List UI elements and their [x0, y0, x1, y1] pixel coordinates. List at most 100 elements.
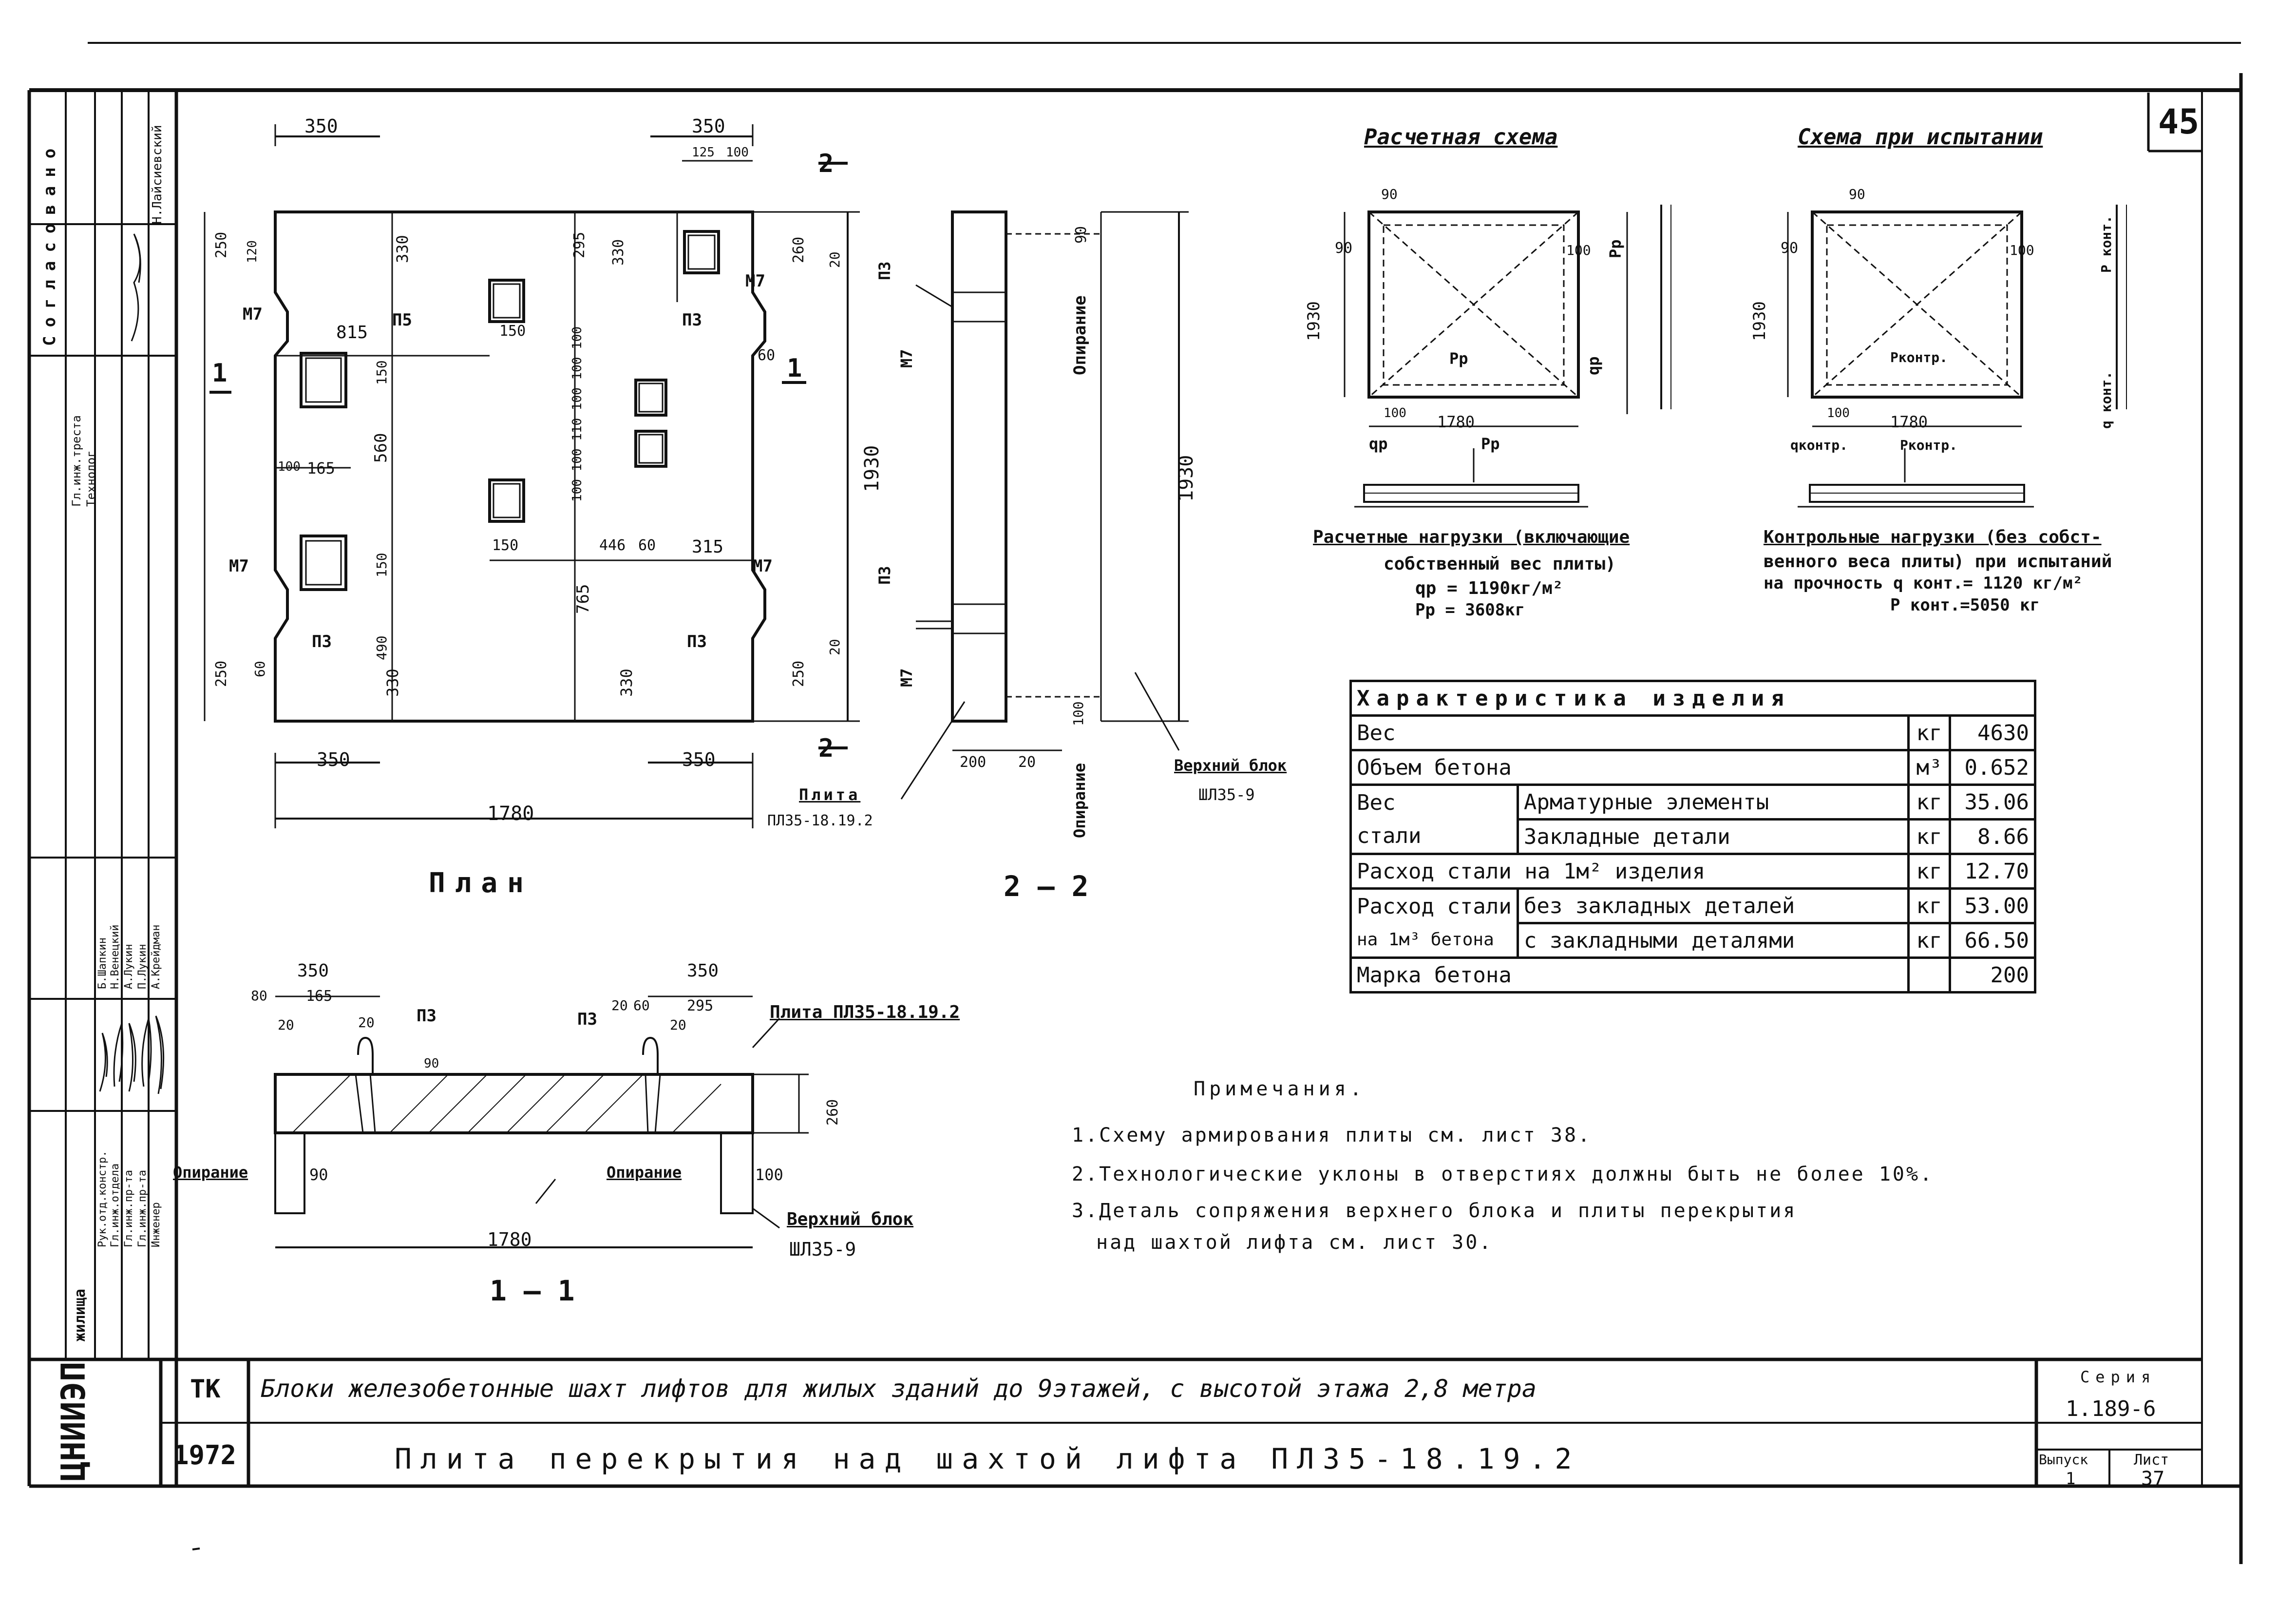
section22-caption: 2 — 2 [1004, 870, 1089, 903]
plan-dim-100: 100 [726, 145, 749, 160]
plan-dim-1930: 1930 [861, 445, 883, 492]
test-dim-100-right: 100 [2010, 242, 2034, 258]
section22-dim-20: 20 [1018, 754, 1036, 771]
section22-slab-mark: ПЛ35-18.19.2 [767, 812, 873, 829]
plan-view [204, 124, 860, 828]
calc-dim-90-left: 90 [1335, 240, 1353, 257]
row-steel-label-a: Вес [1349, 783, 1519, 820]
plan-dim-60-left: 60 [252, 661, 268, 677]
calc-dim-100-right: 100 [1566, 242, 1591, 258]
test-load-pc: Pконтр. [1890, 349, 1948, 365]
section11-p3a: П3 [417, 1006, 436, 1026]
plan-caption: План [429, 867, 533, 899]
section11-dim-295: 295 [687, 997, 714, 1014]
name-3: А.Лукин [123, 944, 135, 989]
section22-upper-block: Верхний блок [1174, 756, 1287, 775]
characteristics-title: Характеристика изделия [1349, 680, 2036, 717]
name-4: П.Лукин [136, 944, 149, 989]
plan-dim-260-right: 260 [790, 236, 807, 263]
plan-cut-1-right: 1 [787, 354, 802, 383]
plan-dim-560: 560 [371, 433, 391, 463]
sheet-label: Лист [2134, 1452, 2169, 1469]
section11-dim-20d: 20 [670, 1017, 686, 1033]
test-load-pc2: Pконтр. [1900, 437, 1958, 453]
plan-dim-top-right: 350 [692, 115, 725, 137]
section11-dim-90: 90 [309, 1166, 328, 1184]
section11-upper-block: Верхний блок [787, 1209, 914, 1229]
series-label: Серия [2080, 1368, 2157, 1386]
section22-dim-100: 100 [1070, 701, 1086, 726]
section11-dim-20a: 20 [278, 1017, 294, 1033]
calc-load-pp2: Pр [1481, 435, 1500, 453]
calc-dim-100-bot: 100 [1384, 406, 1406, 420]
plan-dim-60: 60 [638, 537, 656, 554]
section-1-1-view [274, 995, 809, 1248]
org-sub: жилища [72, 1289, 89, 1342]
role-2: Гл.инж.отдела [109, 1163, 121, 1247]
plan-dim-bot-right: 350 [682, 749, 716, 770]
calc-note-4: Pр = 3608кг [1415, 600, 1525, 620]
test-dim-1780: 1780 [1890, 413, 1928, 431]
section22-p3-bot: П3 [875, 566, 894, 585]
plan-dim-815: 815 [336, 323, 368, 343]
section11-dim-90v: 90 [424, 1056, 439, 1071]
calc-load-pp: Pр [1449, 349, 1468, 368]
test-scheme-diagram [1787, 205, 2127, 508]
test-load-qc: qконтр. [1790, 437, 1848, 453]
plan-dim-490: 490 [374, 635, 390, 660]
section22-upper-block-mark: ШЛ35-9 [1198, 785, 1255, 804]
section-1-1-hatch [292, 1074, 721, 1133]
calc-scheme-title: Расчетная схема [1364, 125, 1558, 150]
row-steel-m2-value: 12.70 [1949, 853, 2036, 890]
row-grade-value: 200 [1949, 956, 2036, 994]
row-embedded-value: 8.66 [1949, 818, 2036, 855]
section11-caption: 1 — 1 [490, 1274, 575, 1307]
calc-dim-90-top: 90 [1381, 186, 1398, 202]
row-embedded-unit: кг [1907, 818, 1951, 855]
test-dim-100-bot: 100 [1827, 406, 1850, 420]
test-dim-1930: 1930 [1750, 301, 1769, 341]
row-spc-label-b: на 1м³ бетона [1349, 923, 1519, 959]
section22-support-top: Опирание [1070, 295, 1090, 375]
title-line-1: Блоки железобетонные шахт лифтов для жил… [261, 1375, 1537, 1403]
plan-dim-60-right: 60 [758, 347, 776, 364]
section11-slab: Плита ПЛ35-18.19.2 [770, 1002, 960, 1022]
plan-dim-765: 765 [573, 584, 593, 614]
agree-role-1: Гл.инж.треста [70, 415, 83, 507]
calc-note-3: qр = 1190кг/м² [1415, 578, 1563, 598]
row-rebar-unit: кг [1907, 783, 1951, 821]
plan-dim-bot-total: 1780 [487, 802, 534, 825]
role-1: Рук.отд.констр. [96, 1150, 109, 1247]
row-grade-unit [1907, 956, 1951, 994]
calc-note-2: собственный вес плиты) [1384, 554, 1616, 574]
plan-dim-150-v: 150 [374, 360, 390, 385]
plan-mark-p5: П5 [392, 310, 412, 330]
plan-dim-315: 315 [692, 537, 724, 557]
plan-dim-330c: 330 [617, 669, 636, 697]
calc-dim-1930: 1930 [1304, 301, 1324, 341]
section11-support-right: Опирание [607, 1163, 682, 1182]
section11-dim-100: 100 [755, 1166, 783, 1184]
sheet-value: 37 [2141, 1468, 2165, 1490]
name-5: А.Крейдман [150, 924, 162, 989]
note-3: 3.Деталь сопряжения верхнего блока и пли… [1072, 1200, 1797, 1222]
plan-dim-stack: 100 100 110 100 100 100 [570, 326, 585, 502]
agree-signature [131, 233, 141, 342]
plan-dim-150a: 150 [499, 323, 526, 340]
plan-mark-m7-bl: М7 [229, 556, 249, 576]
plan-mark-p3-bl: П3 [312, 632, 332, 651]
section11-dim-80: 80 [251, 988, 267, 1004]
plan-dim-330b: 330 [383, 669, 402, 697]
row-volume-value: 0.652 [1949, 749, 2036, 786]
calc-dim-1780: 1780 [1437, 413, 1475, 431]
row-without-emb-label: без закладных деталей [1516, 887, 1910, 924]
row-with-emb-unit: кг [1907, 922, 1951, 959]
issue-value: 1 [2066, 1469, 2076, 1489]
test-scheme-title: Схема при испытании [1798, 125, 2043, 150]
section22-support-bot: Опирание [1070, 763, 1089, 838]
plan-mark-m7-tr: М7 [745, 271, 765, 291]
section11-p3b: П3 [577, 1010, 597, 1029]
section-2-2-view [900, 210, 1189, 800]
plan-dim-20b-right: 20 [827, 639, 843, 655]
issue-label: Выпуск [2039, 1452, 2088, 1468]
